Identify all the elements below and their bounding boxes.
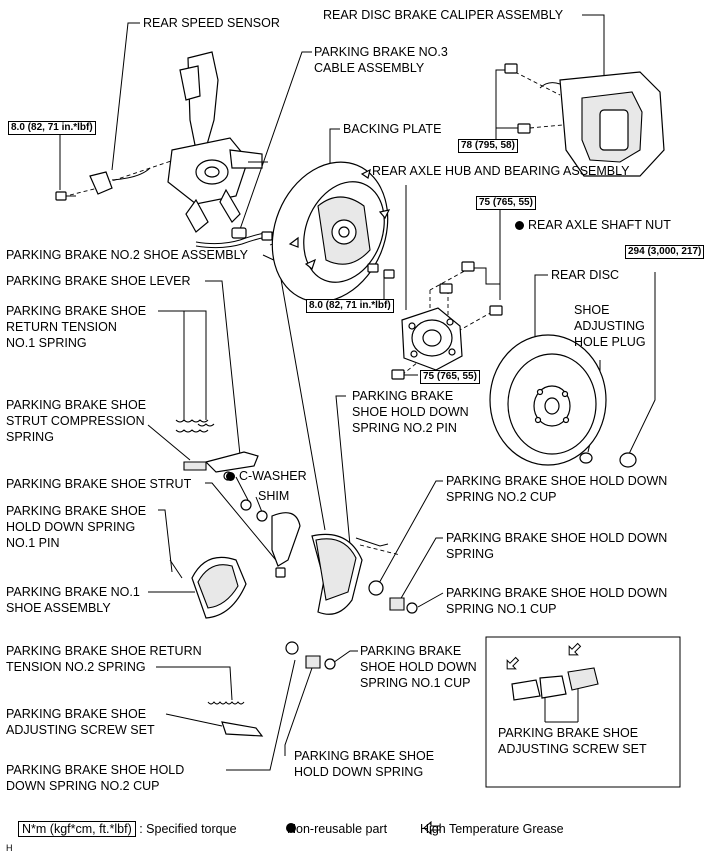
torque-speed-sensor: 8.0 (82, 71 in.*lbf): [8, 121, 96, 135]
legend-nonreusable-text: Non-reusable part: [286, 822, 388, 836]
label-hd-spring-r2: SPRING: [446, 547, 494, 561]
label-shoe-lever: PARKING BRAKE SHOE LEVER: [6, 274, 191, 288]
label-return-no1-1: PARKING BRAKE SHOE: [6, 304, 147, 318]
filled-circle-icon: [226, 472, 235, 481]
label-pb-no1-shoe-1: PARKING BRAKE NO.1: [6, 585, 140, 599]
shoe-parts-illustration: [169, 419, 418, 737]
label-hd-no2-cup-l1: PARKING BRAKE SHOE HOLD: [6, 763, 185, 777]
hub-illustration: [391, 261, 503, 380]
label-hd-no1-cup-m3: SPRING NO.1 CUP: [360, 676, 471, 690]
torque-caliper: 78 (795, 58): [458, 139, 518, 153]
label-shim: SHIM: [258, 489, 290, 503]
label-hd-no1-cup-r1: PARKING BRAKE SHOE HOLD DOWN: [446, 586, 668, 600]
filled-circle-icon: [515, 221, 524, 230]
label-adj-screw-1: PARKING BRAKE SHOE: [6, 707, 147, 721]
label-hd-spring-m2: HOLD DOWN SPRING: [294, 765, 424, 779]
label-hd-no2-pin-1: PARKING BRAKE: [352, 389, 454, 403]
label-hd-no1-pin-3: NO.1 PIN: [6, 536, 60, 550]
label-strut-comp-3: SPRING: [6, 430, 54, 444]
torque-disc-plug: 294 (3,000, 217): [625, 245, 704, 259]
label-rear-disc: REAR DISC: [551, 268, 620, 282]
torque-hub: 75 (765, 55): [420, 370, 480, 384]
label-axle-nut: REAR AXLE SHAFT NUT: [515, 218, 671, 233]
label-hd-no2-cup-r1: PARKING BRAKE SHOE HOLD DOWN: [446, 474, 668, 488]
label-strut-comp-2: STRUT COMPRESSION: [6, 414, 145, 428]
legend-torque-text: : Specified torque: [139, 822, 237, 836]
legend: N*m (kgf*cm, ft.*lbf) : Specified torque…: [18, 821, 564, 837]
label-return-no2-2: TENSION NO.2 SPRING: [6, 660, 146, 674]
label-hd-no1-cup-m1: PARKING BRAKE: [360, 644, 462, 658]
c-washer-text: C-WASHER: [239, 469, 307, 483]
caliper-illustration: [504, 63, 665, 177]
filled-circle-icon: [286, 823, 296, 833]
label-hd-no1-cup-m2: SHOE HOLD DOWN: [360, 660, 477, 674]
legend-icons: [286, 820, 441, 836]
label-return-no1-3: NO.1 SPRING: [6, 336, 87, 350]
label-backing-plate: BACKING PLATE: [343, 122, 442, 136]
torque-axle-nut: 75 (765, 55): [476, 196, 536, 210]
label-hd-no2-cup-l2: DOWN SPRING NO.2 CUP: [6, 779, 160, 793]
axle-nut-text: REAR AXLE SHAFT NUT: [528, 218, 671, 232]
backing-plate-illustration: [271, 161, 395, 303]
label-return-no1-2: RETURN TENSION: [6, 320, 117, 334]
corner-mark: H: [6, 843, 13, 853]
label-hd-spring-m1: PARKING BRAKE SHOE: [294, 749, 435, 763]
label-pb-no2-shoe: PARKING BRAKE NO.2 SHOE ASSEMBLY: [6, 248, 248, 262]
label-strut-comp-1: PARKING BRAKE SHOE: [6, 398, 147, 412]
label-shoe-strut: PARKING BRAKE SHOE STRUT: [6, 477, 192, 491]
label-axle-hub: REAR AXLE HUB AND BEARING ASSEMBLY: [372, 164, 630, 178]
label-hd-no1-pin-2: HOLD DOWN SPRING: [6, 520, 136, 534]
knuckle-illustration: [167, 51, 268, 233]
label-return-no2-1: PARKING BRAKE SHOE RETURN: [6, 644, 202, 658]
label-hd-no1-pin-1: PARKING BRAKE SHOE: [6, 504, 147, 518]
rear-disc-illustration: [489, 334, 637, 468]
label-adj-screw-2: ADJUSTING SCREW SET: [6, 723, 155, 737]
legend-grease-text: High Temperature Grease: [420, 822, 564, 836]
label-hd-no2-pin-3: SPRING NO.2 PIN: [352, 421, 457, 435]
label-hd-spring-r1: PARKING BRAKE SHOE HOLD DOWN: [446, 531, 668, 545]
label-pb-no3-cable-2: CABLE ASSEMBLY: [314, 61, 425, 75]
label-rear-speed-sensor: REAR SPEED SENSOR: [143, 16, 280, 30]
label-c-washer: C-WASHER: [226, 469, 307, 484]
label-pb-no1-shoe-2: SHOE ASSEMBLY: [6, 601, 111, 615]
label-inset-adj-1: PARKING BRAKE SHOE: [498, 726, 639, 740]
label-hd-no2-pin-2: SHOE HOLD DOWN: [352, 405, 469, 419]
label-inset-adj-2: ADJUSTING SCREW SET: [498, 742, 647, 756]
cable-illustration: [195, 227, 279, 249]
torque-backing-plate: 8.0 (82, 71 in.*lbf): [306, 299, 394, 313]
label-plug-3: HOLE PLUG: [574, 335, 646, 349]
inset-box: [485, 636, 681, 788]
label-plug-1: SHOE: [574, 303, 610, 317]
speed-sensor-illustration: [55, 167, 151, 201]
legend-torque-box: N*m (kgf*cm, ft.*lbf): [18, 821, 136, 837]
label-hd-no1-cup-r2: SPRING NO.1 CUP: [446, 602, 557, 616]
label-plug-2: ADJUSTING: [574, 319, 645, 333]
hollow-arrow-left-icon: [423, 820, 441, 836]
label-hd-no2-cup-r2: SPRING NO.2 CUP: [446, 490, 557, 504]
label-caliper: REAR DISC BRAKE CALIPER ASSEMBLY: [323, 8, 564, 22]
label-pb-no3-cable-1: PARKING BRAKE NO.3: [314, 45, 448, 59]
